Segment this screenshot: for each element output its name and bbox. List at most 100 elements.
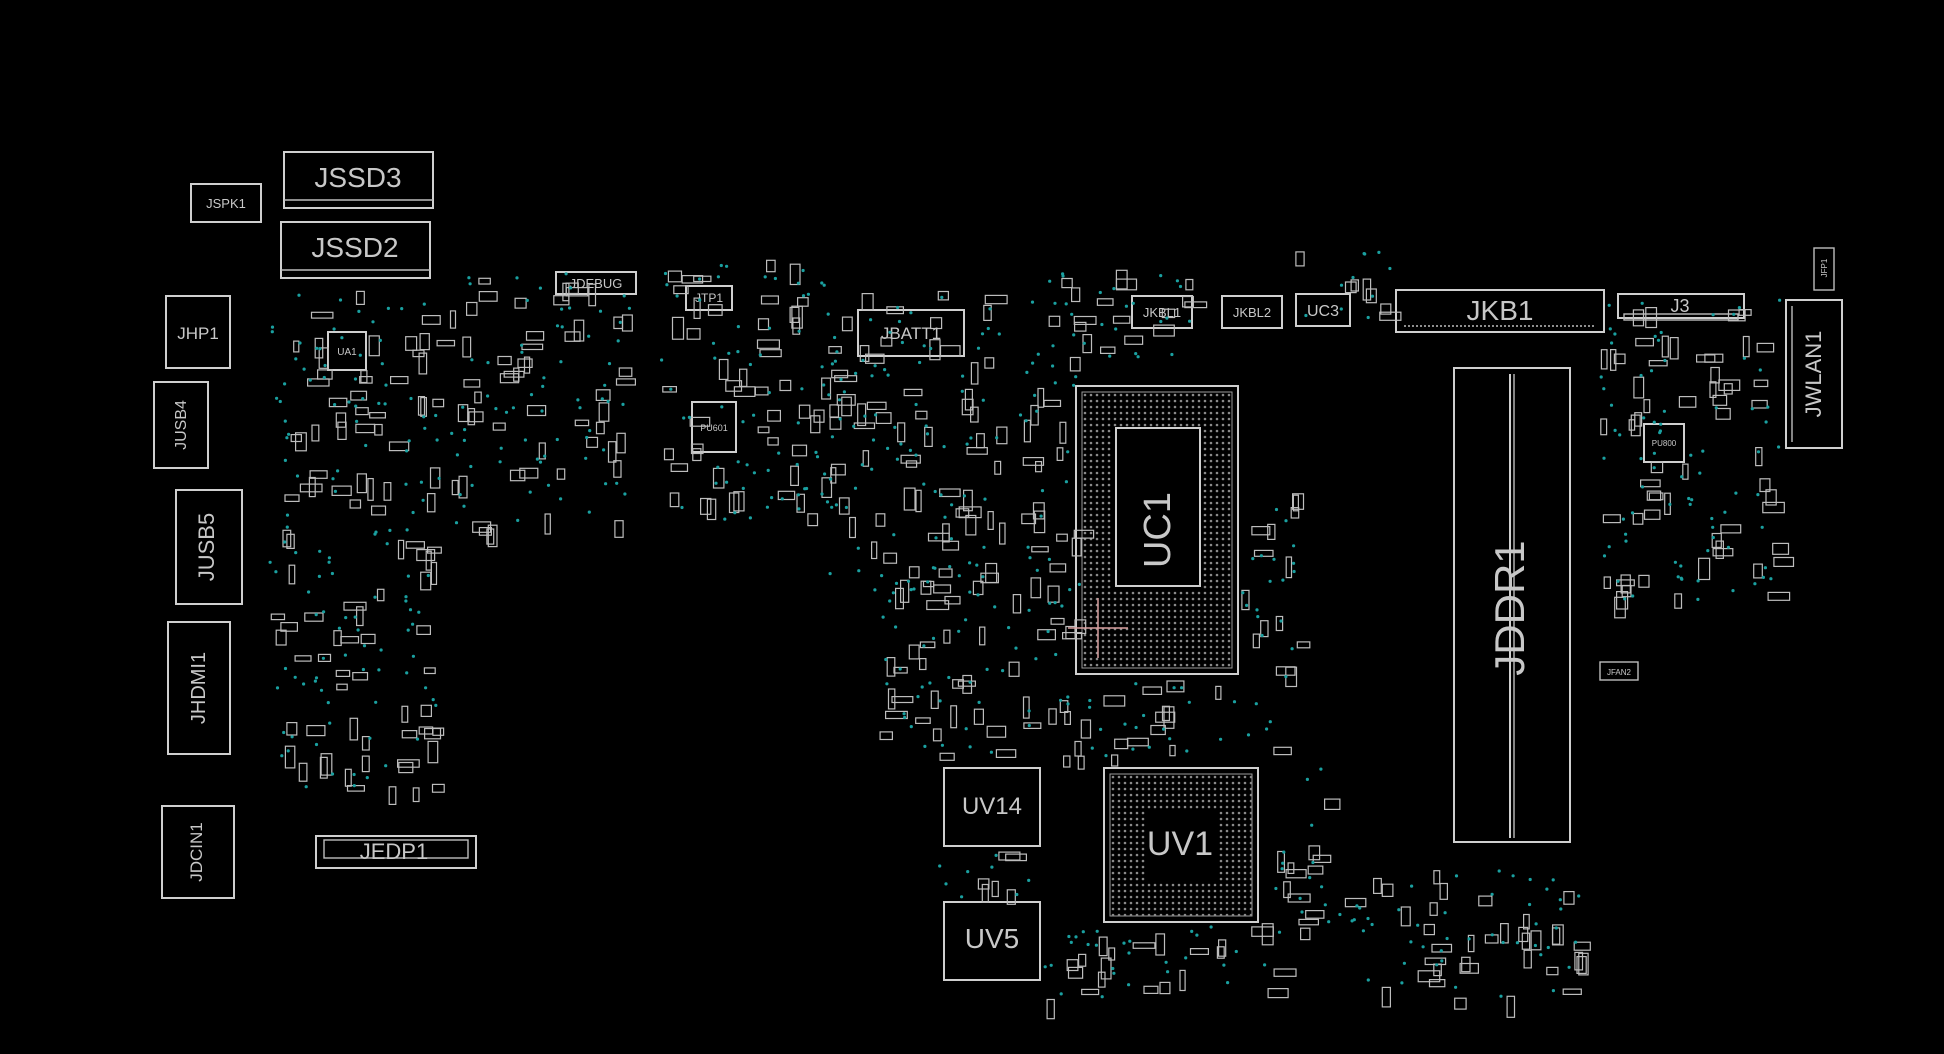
via-dot — [358, 353, 362, 357]
bga-ball — [1209, 651, 1213, 655]
bga-ball — [1177, 883, 1181, 887]
passive-pad — [918, 657, 927, 671]
passive-pad — [574, 419, 590, 427]
connector-jhdmi1[interactable]: JHDMI1 — [167, 621, 231, 755]
bga-ball — [1209, 663, 1213, 667]
via-dot — [857, 569, 861, 573]
bga-ball — [1125, 657, 1129, 661]
bga-ball — [1131, 633, 1135, 637]
passive-pad — [996, 426, 1008, 445]
bga-ball — [1203, 585, 1207, 589]
passive-pad — [958, 506, 982, 519]
connector-jusb4[interactable]: JUSB4 — [153, 381, 209, 469]
passive-pad — [607, 441, 617, 463]
via-dot — [377, 401, 381, 405]
via-dot — [880, 574, 884, 578]
chip-uv14[interactable]: UV14 — [943, 767, 1041, 847]
via-dot — [773, 276, 778, 281]
via-dot — [417, 610, 421, 614]
passive-pad — [544, 513, 551, 535]
bga-ball — [1183, 907, 1187, 911]
bga-ball — [1227, 399, 1231, 403]
bga-ball — [1149, 603, 1153, 607]
bga-ball — [1225, 895, 1229, 899]
chip-uv5[interactable]: UV5 — [943, 901, 1041, 981]
bga-ball — [1237, 835, 1241, 839]
passive-pad — [944, 595, 961, 605]
chip-pu601[interactable]: PU601 — [691, 401, 737, 453]
bga-ball — [1227, 393, 1231, 397]
passive-pad — [1614, 596, 1626, 619]
via-dot — [988, 307, 992, 311]
connector-jbatt1[interactable]: JBATT1 — [857, 309, 965, 357]
via-dot — [990, 865, 994, 869]
via-dot — [834, 503, 839, 507]
via-dot — [318, 347, 322, 351]
bga-ball — [1117, 871, 1121, 875]
via-dot — [918, 360, 922, 365]
bga-ball — [1227, 561, 1231, 565]
passive-pad — [1478, 895, 1493, 907]
chip-pu800[interactable]: PU800 — [1643, 423, 1685, 463]
connector-jedp1[interactable]: JEDP1 — [315, 835, 477, 869]
bga-ball — [1207, 901, 1211, 905]
passive-pad — [356, 473, 367, 494]
bga-ball — [1101, 663, 1105, 667]
chip-uv1[interactable]: UV1 — [1103, 767, 1259, 923]
via-dot — [1732, 312, 1736, 316]
via-dot — [1352, 918, 1356, 922]
passive-pad — [361, 735, 370, 751]
connector-jssd3[interactable]: JSSD3 — [283, 151, 434, 209]
via-dot — [1613, 332, 1617, 336]
via-dot — [1539, 953, 1543, 957]
connector-jdcin1[interactable]: JDCIN1 — [161, 805, 235, 899]
passive-pad — [1185, 278, 1194, 291]
passive-pad — [1081, 988, 1100, 996]
bga-ball — [1221, 627, 1225, 631]
bga-ball — [1131, 597, 1135, 601]
bga-ball — [1237, 871, 1241, 875]
passive-pad — [663, 448, 674, 461]
via-dot — [1300, 910, 1304, 914]
connector-jkb1[interactable]: JKB1 — [1395, 289, 1605, 333]
bga-ball — [1107, 603, 1111, 607]
bga-ball — [1203, 435, 1207, 439]
chip-ua1[interactable]: UA1 — [327, 331, 367, 371]
chip-uc1[interactable]: UC1 — [1075, 385, 1239, 675]
via-dot — [1111, 966, 1115, 971]
chip-uc3[interactable]: UC3 — [1295, 293, 1351, 327]
passive-pad — [618, 367, 633, 377]
bga-ball — [1227, 657, 1231, 661]
connector-jssd2[interactable]: JSSD2 — [280, 221, 431, 279]
bga-ball — [1101, 531, 1105, 535]
bga-ball — [1201, 895, 1205, 899]
bga-ball — [1203, 471, 1207, 475]
connector-jspk1[interactable]: JSPK1 — [190, 183, 262, 223]
connector-jusb5[interactable]: JUSB5 — [175, 489, 243, 605]
connector-jkbl2[interactable]: JKBL2 — [1221, 295, 1283, 329]
via-dot — [871, 438, 876, 442]
bga-ball — [1219, 835, 1223, 839]
connector-jfp1[interactable]: JFP1 — [1813, 247, 1835, 291]
bga-ball — [1107, 531, 1111, 535]
via-dot — [314, 613, 318, 617]
bga-ball — [1189, 793, 1193, 797]
bga-ball — [1089, 513, 1093, 517]
slot-jddr1[interactable]: JDDR1 — [1453, 367, 1571, 843]
bga-ball — [1129, 835, 1133, 839]
bga-ball — [1203, 447, 1207, 451]
bga-ball — [1155, 645, 1159, 649]
bga-ball — [1161, 627, 1165, 631]
passive-pad — [598, 402, 610, 422]
passive-pad — [767, 409, 782, 422]
connector-jfan2[interactable]: JFAN2 — [1599, 661, 1639, 681]
via-dot — [538, 460, 543, 464]
bga-ball — [1215, 531, 1219, 535]
passive-pad — [1285, 556, 1293, 579]
connector-jhp1[interactable]: JHP1 — [165, 295, 231, 369]
connector-j3[interactable]: J3 — [1617, 293, 1745, 321]
passive-components — [270, 251, 1795, 1020]
connector-jwlan1[interactable]: JWLAN1 — [1785, 299, 1843, 449]
